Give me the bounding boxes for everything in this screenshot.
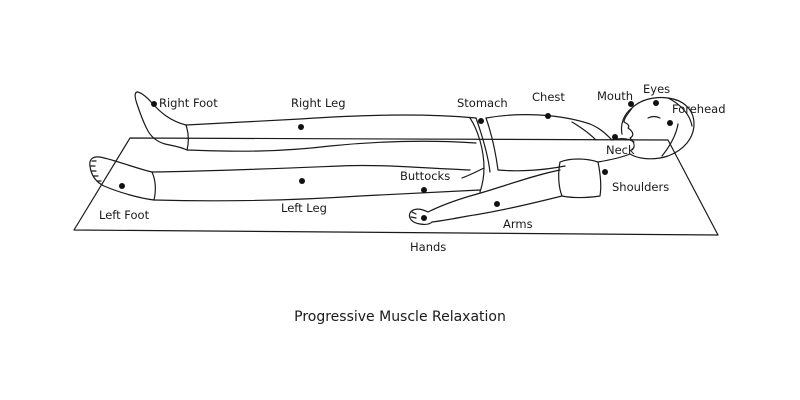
arm-sleeve bbox=[558, 158, 602, 199]
left-foot-outline bbox=[89, 156, 155, 201]
arm-outline bbox=[427, 169, 563, 223]
label-arms: Arms bbox=[503, 217, 533, 231]
label-right-foot: Right Foot bbox=[159, 96, 218, 110]
marker-dot-buttocks bbox=[421, 187, 427, 193]
left-foot-toes bbox=[90, 160, 102, 182]
label-buttocks: Buttocks bbox=[400, 169, 451, 183]
marker-dot-right-foot bbox=[151, 101, 157, 107]
left-leg-outline bbox=[151, 164, 481, 202]
label-neck: Neck bbox=[606, 143, 635, 157]
waistband bbox=[475, 117, 499, 173]
hand-fingers bbox=[410, 211, 417, 219]
face-profile bbox=[623, 107, 635, 151]
marker-dot-mouth bbox=[628, 101, 634, 107]
marker-dot-chest bbox=[545, 113, 551, 119]
diagram-caption: Progressive Muscle Relaxation bbox=[294, 309, 506, 325]
marker-dot-eyes bbox=[653, 100, 659, 106]
marker-dot-left-leg bbox=[299, 178, 305, 184]
chest-sleeve bbox=[571, 121, 597, 141]
left-leg-cuff bbox=[151, 171, 156, 201]
marker-dot-arms bbox=[494, 201, 500, 207]
right-leg-cuff bbox=[185, 124, 189, 151]
closed-eye bbox=[647, 115, 661, 119]
label-right-leg: Right Leg bbox=[291, 96, 346, 110]
label-mouth: Mouth bbox=[597, 89, 634, 103]
marker-dot-right-leg bbox=[298, 124, 304, 130]
label-chest: Chest bbox=[532, 90, 565, 104]
marker-dot-hands bbox=[421, 215, 427, 221]
torso-outline bbox=[485, 114, 613, 172]
marker-dot-left-foot bbox=[119, 183, 125, 189]
label-left-foot: Left Foot bbox=[99, 208, 150, 222]
hand-outline bbox=[408, 208, 433, 225]
shorts-outline bbox=[461, 117, 485, 193]
label-left-leg: Left Leg bbox=[281, 201, 327, 215]
mat-outline bbox=[73, 137, 719, 236]
label-shoulders: Shoulders bbox=[612, 180, 670, 194]
label-eyes: Eyes bbox=[643, 82, 671, 96]
right-leg-outline bbox=[185, 114, 477, 152]
marker-dot-forehead bbox=[667, 120, 673, 126]
marker-dot-stomach bbox=[478, 118, 484, 124]
hair-cap bbox=[661, 97, 693, 157]
label-stomach: Stomach bbox=[457, 96, 508, 110]
head-outline bbox=[620, 96, 695, 160]
marker-dot-neck bbox=[612, 134, 618, 140]
marker-dot-shoulders bbox=[602, 169, 608, 175]
label-forehead: Forehead bbox=[672, 102, 726, 116]
label-hands: Hands bbox=[410, 240, 447, 254]
